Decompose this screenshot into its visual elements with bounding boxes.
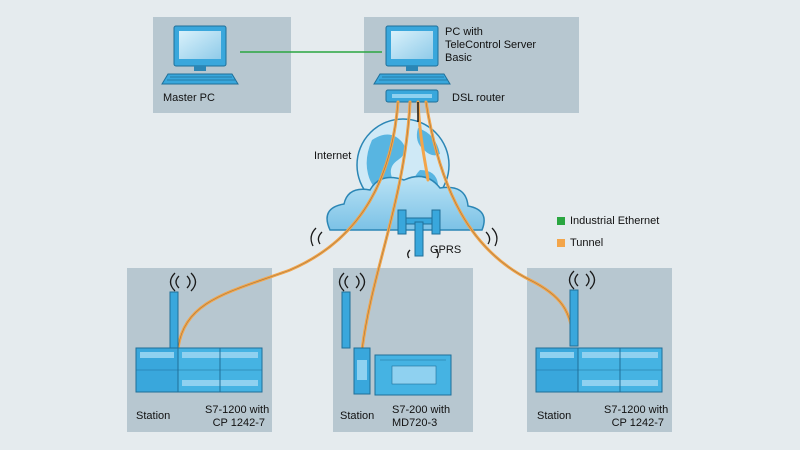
router-label: DSL router — [452, 92, 505, 104]
station-right-plc-icon — [535, 347, 663, 393]
station-mid-antenna-icon — [338, 272, 366, 349]
server-pc-icon — [373, 25, 451, 85]
router-icon — [385, 89, 439, 103]
station-mid-device-label: S7-200 with MD720-3 — [392, 404, 451, 429]
master-pc-label: Master PC — [163, 92, 215, 104]
master-pc-icon — [161, 25, 239, 85]
station-right-device-label: S7-1200 with CP 1242-7 — [604, 404, 669, 429]
legend-ethernet-swatch — [557, 217, 565, 225]
station-right-antenna-icon — [568, 270, 596, 347]
station-left-plc-icon — [135, 347, 263, 393]
legend-tunnel-label: Tunnel — [570, 237, 604, 249]
station-mid-plc-icon — [353, 347, 452, 396]
station-right-label: Station — [537, 410, 572, 422]
station-left-label: Station — [136, 410, 171, 422]
internet-label: Internet — [314, 150, 352, 162]
cloud-icon — [326, 175, 485, 231]
station-mid-label: Station — [340, 410, 375, 422]
legend-ethernet-label: Industrial Ethernet — [570, 215, 660, 227]
gprs-antenna-icon — [397, 209, 441, 257]
server-pc-label: PC with TeleControl Server Basic — [445, 26, 537, 64]
cloud-wireless-icon — [310, 227, 498, 259]
station-left-device-label: S7-1200 with CP 1242-7 — [205, 404, 270, 429]
gprs-label: GPRS — [430, 244, 462, 256]
station-left-antenna-icon — [169, 272, 197, 349]
legend-tunnel-swatch — [557, 239, 565, 247]
